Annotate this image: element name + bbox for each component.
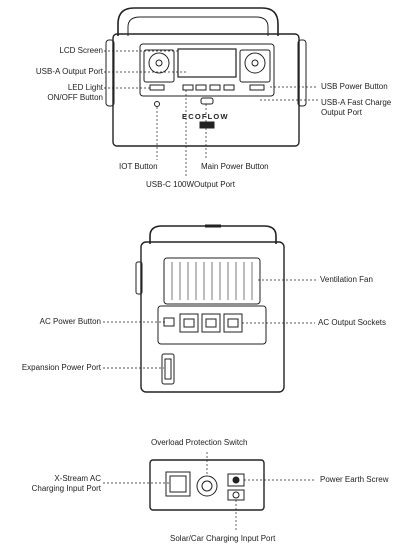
front-leader-lines — [104, 50, 318, 178]
label-lcd-screen: LCD Screen — [59, 46, 103, 55]
side-panel — [149, 459, 265, 511]
label-overload-protection-switch: Overload Protection Switch — [151, 438, 248, 447]
label-x-stream-ac: X-Stream AC — [54, 474, 101, 483]
label-main-power-button: Main Power Button — [201, 162, 269, 171]
label-usb-a-output-port: USB-A Output Port — [35, 67, 103, 76]
label-charging-input-port: Charging Input Port — [31, 484, 101, 493]
label-ventilation-fan: Ventilation Fan — [320, 275, 373, 284]
label-led-light: LED Light — [67, 83, 103, 92]
label-ac-output-sockets: AC Output Sockets — [318, 318, 387, 327]
back-leader-lines — [103, 279, 316, 369]
label-ac-power-button: AC Power Button — [39, 317, 101, 326]
label-usb-c-output-port: USB-C 100WOutput Port — [146, 180, 235, 189]
label-usb-power-button: USB Power Button — [321, 82, 388, 91]
label-iot-button: IOT Button — [119, 162, 158, 171]
brand-logo: ECOFLOW — [182, 112, 229, 121]
side-leader-lines — [103, 452, 316, 530]
label-usb-a-fast-charge: USB-A Fast Charge — [321, 98, 392, 107]
back-unit — [135, 224, 285, 393]
label-power-earth-screw: Power Earth Screw — [320, 475, 389, 484]
label-led-onoff-button: ON/OFF Button — [47, 93, 103, 102]
label-output-port: Output Port — [321, 108, 362, 117]
label-solar-car-charging-input-port: Solar/Car Charging Input Port — [170, 534, 276, 543]
label-expansion-power-port: Expansion Power Port — [21, 363, 101, 372]
